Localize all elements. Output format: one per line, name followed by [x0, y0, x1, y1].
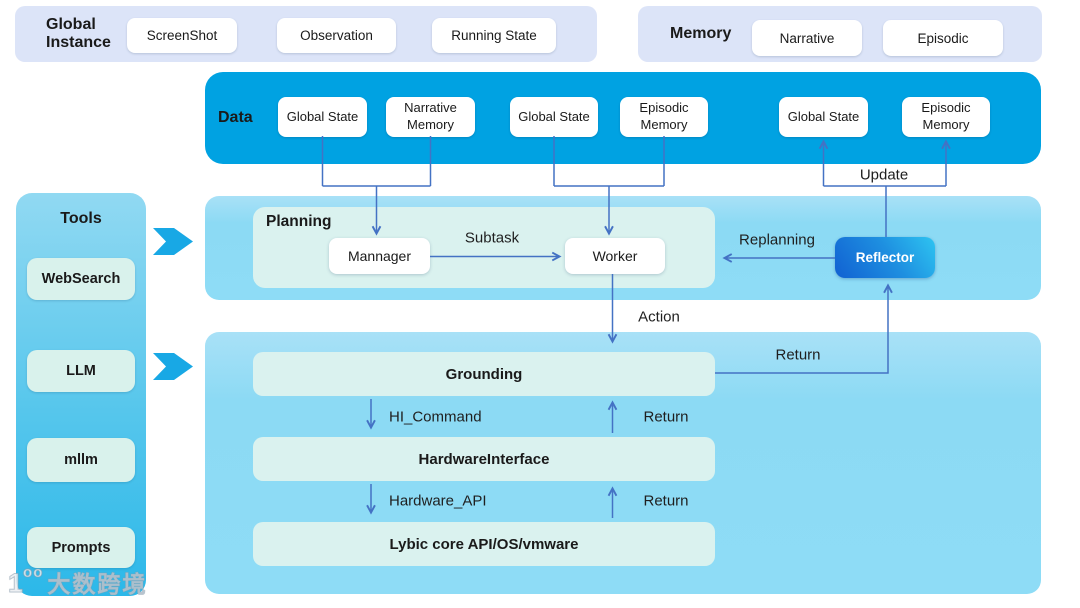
lybic-core-bar: Lybic core API/OS/vmware [253, 522, 715, 566]
hardware-interface-bar: HardwareInterface [253, 437, 715, 481]
observation-box: Observation [277, 18, 396, 53]
data-global-state-2: Global State [510, 97, 598, 137]
data-global-state-1: Global State [278, 97, 367, 137]
watermark-logo-icon: 1oo [7, 563, 44, 598]
tool-prompts: Prompts [27, 527, 135, 568]
update-label: Update [859, 166, 909, 184]
screenshot-box: ScreenShot [127, 18, 237, 53]
data-bar: Data Global State Narrative Memory Globa… [205, 72, 1041, 164]
tools-to-grounding-arrow-icon [153, 353, 193, 380]
memory-panel: Memory Narrative Episodic [638, 6, 1042, 62]
worker-node: Worker [565, 238, 665, 274]
grounding-bar: Grounding [253, 352, 715, 396]
tools-to-planning-arrow-icon [153, 228, 193, 255]
tools-label: Tools [60, 210, 102, 227]
tools-sidebar: Tools WebSearch LLM mllm Prompts [16, 193, 146, 596]
action-label: Action [638, 308, 680, 326]
global-instance-label: Global Instance [46, 15, 111, 51]
planning-label: Planning [266, 213, 332, 230]
tool-llm: LLM [27, 350, 135, 392]
return-lybic-label: Return [643, 492, 689, 510]
global-instance-panel: Global Instance ScreenShot Observation R… [15, 6, 597, 62]
data-global-state-3: Global State [779, 97, 868, 137]
data-label: Data [218, 108, 253, 126]
watermark-text: 大数跨境 [47, 571, 148, 598]
data-episodic-memory-2: Episodic Memory [902, 97, 990, 137]
return-hw-label: Return [643, 408, 689, 426]
memory-label: Memory [670, 24, 732, 42]
running-state-box: Running State [432, 18, 556, 53]
narrative-box: Narrative [752, 20, 862, 56]
manager-node: Mannager [329, 238, 430, 274]
hi-command-label: HI_Command [389, 408, 482, 426]
reflector-node: Reflector [835, 237, 935, 278]
replanning-label: Replanning [739, 231, 815, 249]
episodic-box: Episodic [883, 20, 1003, 56]
watermark: 1oo 大数跨境 [7, 563, 148, 599]
data-episodic-memory-1: Episodic Memory [620, 97, 708, 137]
return-grounding-label: Return [775, 346, 821, 364]
subtask-label: Subtask [464, 229, 520, 247]
data-narrative-memory: Narrative Memory [386, 97, 475, 137]
hardware-api-label: Hardware_API [389, 492, 487, 510]
tool-mllm: mllm [27, 438, 135, 482]
tool-websearch: WebSearch [27, 258, 135, 300]
